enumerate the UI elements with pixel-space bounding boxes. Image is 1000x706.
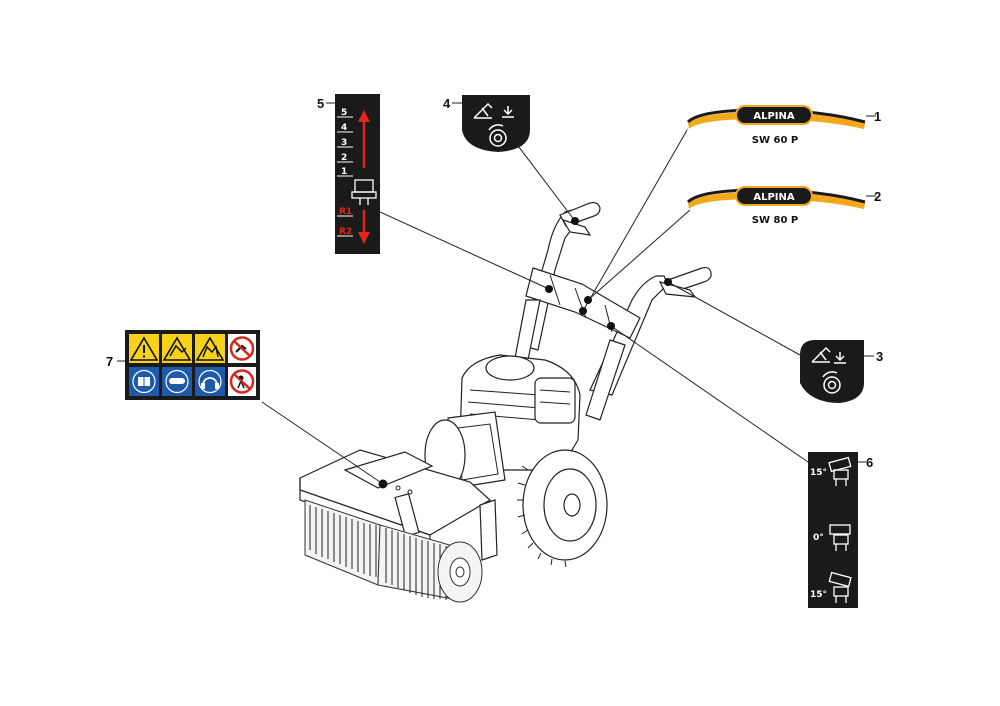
read-manual-icon	[129, 367, 159, 396]
brand-logo-text: ALPINA	[753, 111, 795, 122]
speed-level-3: 3	[341, 138, 347, 148]
speed-level-2: 2	[341, 153, 347, 163]
decal-safety: 7	[106, 330, 260, 400]
hand-hazard-icon	[162, 334, 192, 363]
machine-straight-icon	[829, 524, 851, 551]
decal-brush-angle: 15° 0° 15° 6	[808, 452, 873, 608]
forward-arrow-icon	[358, 110, 370, 168]
right-grip	[667, 266, 712, 293]
model-label-sw60: SW 60 P	[752, 135, 798, 146]
angle-0: 0°	[813, 533, 824, 543]
machine-top-icon	[351, 179, 377, 205]
speed-level-4: 4	[341, 123, 347, 133]
warning-triangle-icon	[129, 334, 159, 363]
callout-4: 4	[443, 96, 451, 111]
no-hands-icon	[228, 334, 256, 363]
angle-right-15: 15°	[810, 590, 827, 600]
left-grip	[559, 201, 601, 227]
drive-wheel-icon	[822, 371, 841, 394]
angle-left-15: 15°	[810, 468, 827, 478]
reverse-arrow-icon	[358, 210, 370, 244]
decal-sw60: ALPINA SW 60 P 1	[686, 105, 881, 146]
decal-speed-selector: 5 4 3 2 1 R1 R2 5	[317, 94, 380, 254]
callout-5: 5	[317, 96, 324, 111]
callout-2: 2	[874, 189, 881, 204]
handle-console	[525, 267, 641, 339]
sweeper-machine	[299, 201, 712, 603]
callout-1: 1	[874, 109, 881, 124]
brush-roller	[304, 499, 483, 603]
eye-protection-icon	[162, 367, 192, 396]
speed-level-r1: R1	[339, 207, 352, 217]
no-children-icon	[228, 367, 256, 396]
foot-hazard-icon	[195, 334, 225, 363]
decal-sw80: ALPINA SW 80 P 2	[686, 186, 881, 226]
callout-6: 6	[866, 455, 873, 470]
leader-lines	[261, 124, 809, 488]
callout-3: 3	[876, 349, 883, 364]
speed-level-5: 5	[341, 108, 347, 118]
decal-lever-right: 3	[800, 340, 883, 403]
brand-logo-text: ALPINA	[753, 192, 795, 203]
lever-pull-icon	[811, 346, 846, 364]
callout-7: 7	[106, 354, 113, 369]
machine-angled-icon	[828, 571, 852, 603]
speed-level-r2: R2	[339, 227, 352, 237]
lever-pull-icon	[473, 102, 514, 119]
model-label-sw80: SW 80 P	[752, 215, 798, 226]
machine-angled-icon	[828, 456, 852, 486]
decal-lever-left: 4	[443, 95, 530, 152]
ear-protection-icon	[195, 367, 225, 396]
speed-level-1: 1	[341, 167, 347, 177]
brush-rotation-icon	[488, 124, 507, 147]
